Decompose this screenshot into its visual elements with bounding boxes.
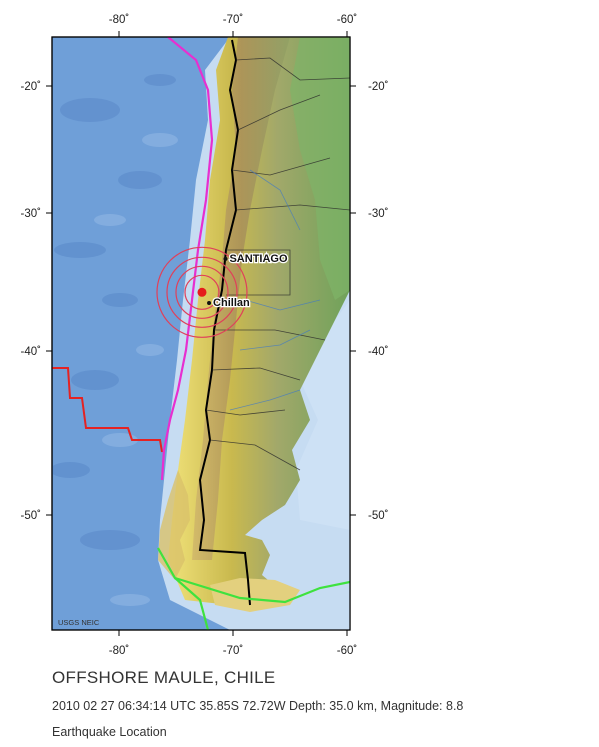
event-details: 2010 02 27 06:34:14 UTC 35.85S 72.72W De… — [52, 699, 464, 713]
lat-tick-label: -40˚ — [368, 346, 388, 358]
epicenter-ring — [156, 246, 248, 338]
city-dot — [207, 300, 212, 305]
bottom-longitude-ticks: -80˚ -70˚ -60˚ — [109, 645, 357, 657]
city-label: SANTIAGO — [229, 253, 288, 265]
patagonia-islands — [158, 470, 190, 580]
tick-marks — [46, 31, 356, 636]
rivers — [229, 169, 321, 411]
epicenter-ring — [175, 265, 229, 319]
lon-tick-label: -60˚ — [337, 645, 357, 657]
credit-label: USGS NEIC — [58, 618, 100, 627]
epicenter-dot — [197, 287, 207, 297]
map-subtitle: Earthquake Location — [52, 725, 167, 739]
lat-tick-label: -30˚ — [21, 208, 41, 220]
epicenter-marker — [156, 246, 248, 338]
ocean-texture — [52, 74, 176, 550]
epicenter-ring — [166, 256, 238, 328]
right-latitude-ticks: -20˚ -30˚ -40˚ -50˚ — [368, 81, 388, 522]
andes-relief — [192, 37, 290, 560]
lat-tick-label: -50˚ — [21, 510, 41, 522]
lat-tick-label: -50˚ — [368, 510, 388, 522]
top-longitude-ticks: -80˚ -70˚ -60˚ — [109, 14, 357, 26]
southern-plate-boundary — [157, 547, 350, 630]
ocean-highlights — [94, 133, 178, 606]
lat-tick-label: -40˚ — [21, 346, 41, 358]
city-label: Chillan — [213, 297, 250, 309]
lon-tick-label: -80˚ — [109, 14, 129, 26]
lat-tick-label: -20˚ — [21, 81, 41, 93]
lat-tick-label: -20˚ — [368, 81, 388, 93]
lat-tick-label: -30˚ — [368, 208, 388, 220]
lon-tick-label: -70˚ — [223, 645, 243, 657]
country-border — [198, 39, 251, 606]
lon-tick-label: -70˚ — [223, 14, 243, 26]
epicenter-ring — [184, 274, 220, 310]
lon-tick-label: -80˚ — [109, 645, 129, 657]
fracture-zone — [52, 367, 163, 453]
city-dot — [223, 256, 228, 261]
city-markers: SANTIAGO Chillan — [207, 252, 289, 310]
map-title: OFFSHORE MAULE, CHILE — [52, 668, 276, 687]
provincial-borders — [205, 57, 350, 471]
plate-boundary — [160, 37, 214, 481]
east-lowlands — [290, 37, 350, 300]
left-latitude-ticks: -20˚ -30˚ -40˚ -50˚ — [21, 81, 41, 522]
lon-tick-label: -60˚ — [337, 14, 357, 26]
tierra-del-fuego — [210, 578, 300, 612]
